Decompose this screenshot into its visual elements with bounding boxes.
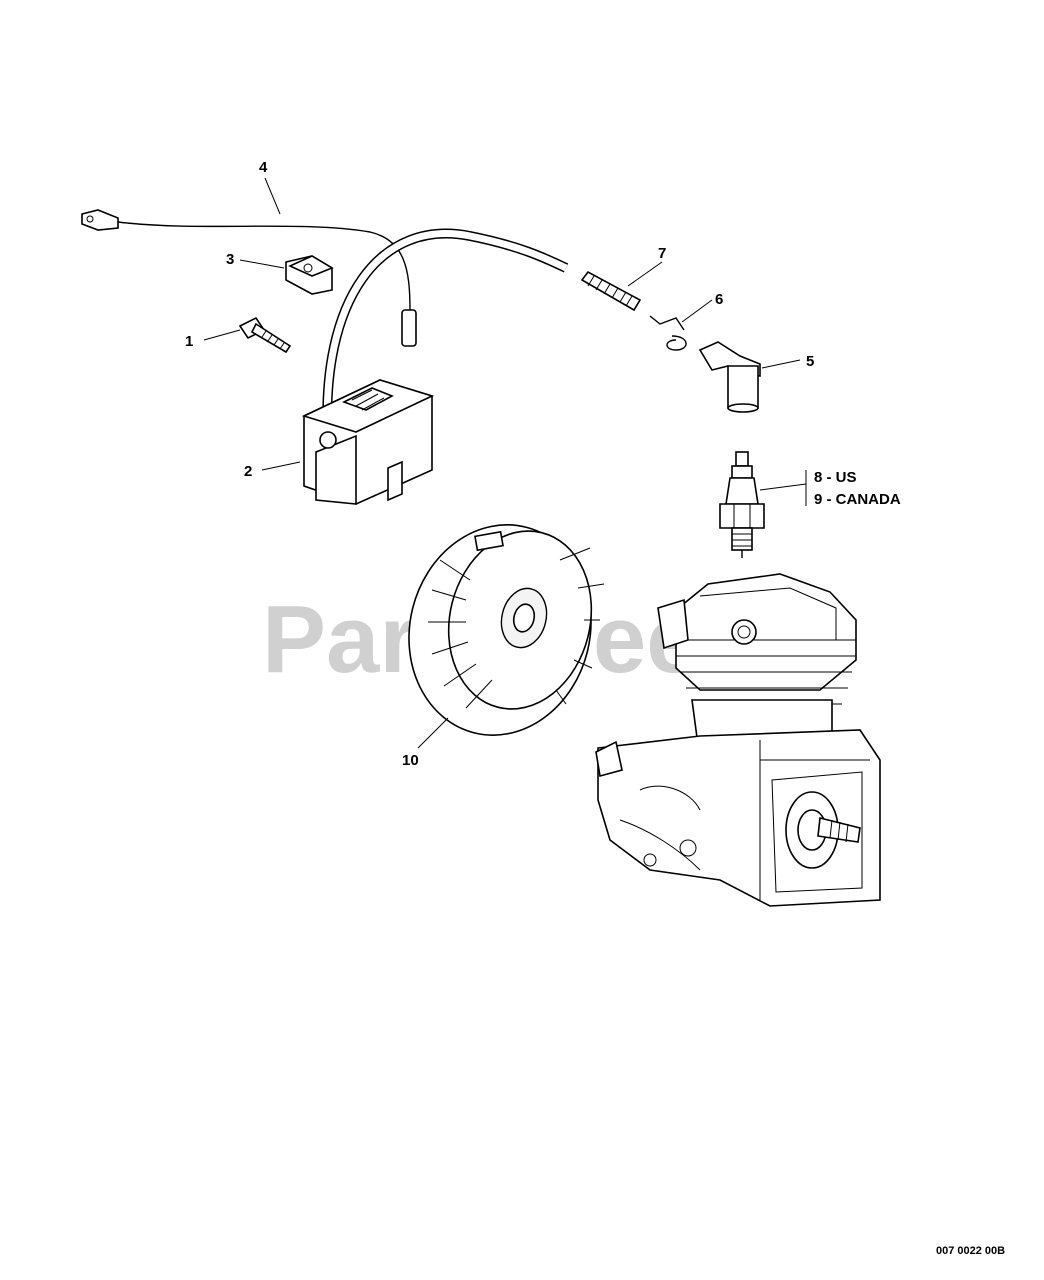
- part-ht-lead[interactable]: [322, 228, 569, 441]
- callout-labels: 1 2 3 4 5 6 7 8 - US 9 - CANADA 10: [185, 159, 901, 769]
- callout-10: 10: [402, 752, 419, 769]
- callout-8: 8 - US: [814, 469, 857, 486]
- reference-code: 007 0022 00B: [936, 1245, 1005, 1257]
- leader-lines: [203, 177, 807, 749]
- part-plug-boot[interactable]: [698, 341, 761, 413]
- callout-3: 3: [226, 251, 234, 268]
- engine-block: [595, 573, 881, 907]
- callout-6: 6: [715, 291, 723, 308]
- part-wire-lead[interactable]: [81, 209, 417, 347]
- part-flywheel[interactable]: [387, 505, 613, 754]
- part-spring-sleeve[interactable]: [580, 270, 642, 312]
- part-ignition-coil[interactable]: [301, 379, 435, 505]
- part-grommet[interactable]: [285, 255, 334, 295]
- callout-4: 4: [259, 159, 268, 176]
- part-spring-clip[interactable]: [649, 315, 687, 351]
- callout-9: 9 - CANADA: [814, 491, 901, 508]
- part-spark-plug[interactable]: [719, 451, 765, 558]
- callout-2: 2: [244, 463, 252, 480]
- callout-7: 7: [658, 245, 666, 262]
- part-bolt[interactable]: [238, 316, 292, 354]
- callout-5: 5: [806, 353, 814, 370]
- callout-1: 1: [185, 333, 193, 350]
